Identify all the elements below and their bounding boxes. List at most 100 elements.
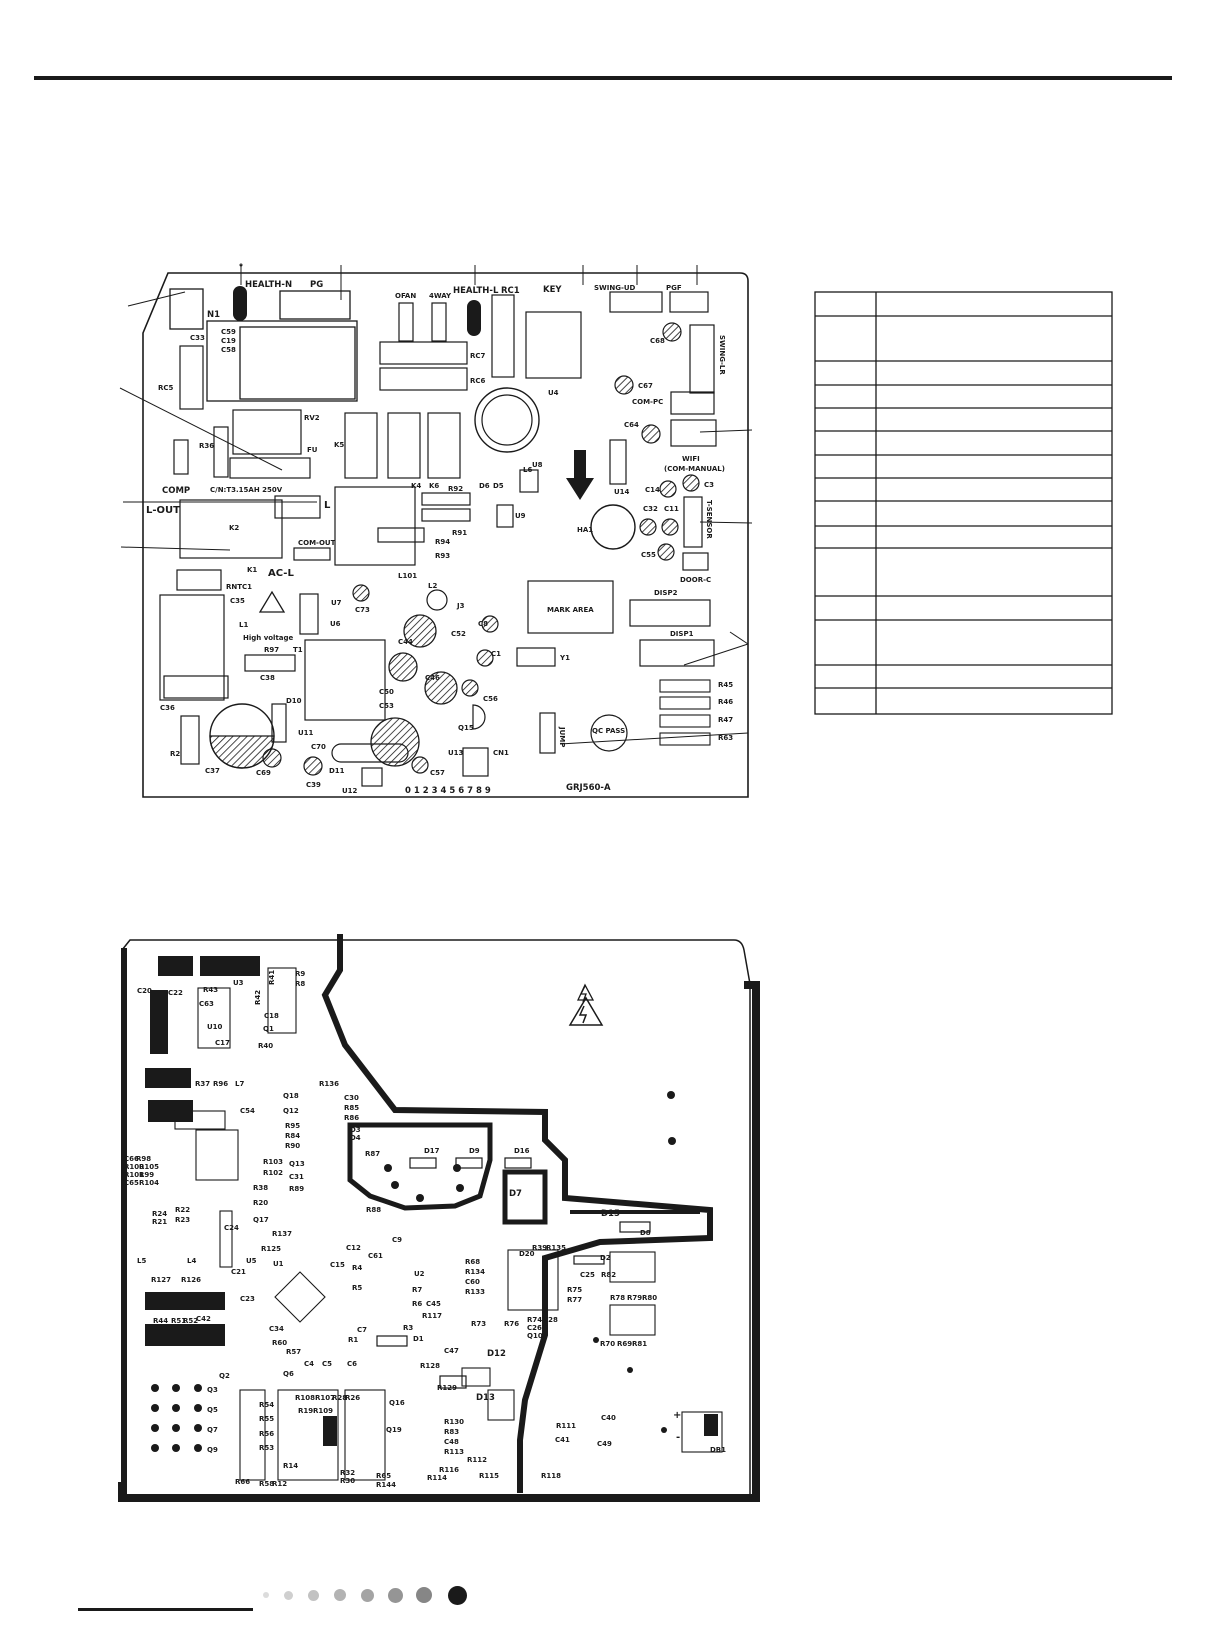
label-u12: U12 [342,787,358,795]
label-r116: R116 [439,1466,459,1474]
label-k1: K1 [247,566,257,574]
label-r125: R125 [261,1245,281,1253]
page-dot [334,1589,346,1601]
label-r135: R135 [546,1244,566,1252]
label-minus: - [676,1432,680,1443]
label-r90: R90 [285,1142,300,1150]
label-r84: R84 [285,1132,300,1140]
page-dot [263,1592,269,1598]
label-l5: L5 [137,1257,146,1265]
label-q17: Q17 [253,1216,269,1224]
label-d1: D1 [413,1335,424,1343]
label-c65: C65 [124,1179,139,1187]
label-pgf: PGF [666,284,682,292]
label-c1: C1 [491,650,501,658]
label-q19: Q19 [386,1426,402,1434]
isolation-trace [321,934,713,1493]
label-r5: R5 [352,1284,362,1292]
label-r39: R39 [532,1244,547,1252]
label-l2: L2 [428,582,437,590]
label-c7: C7 [357,1326,367,1334]
label-health-n: HEALTH-N [245,280,292,290]
label-r103: R103 [263,1158,283,1166]
label-c64: C64 [624,421,639,429]
label-r81: R81 [632,1340,647,1348]
header-rule [34,76,1172,80]
label-r51: R51 [171,1317,186,1325]
label-d10: D10 [286,697,302,705]
label-c23: C23 [240,1295,255,1303]
label-r130: R130 [444,1418,464,1426]
label-c63: C63 [199,1000,214,1008]
label-r93: R93 [435,552,450,560]
label-r137: R137 [272,1230,292,1238]
label-k6: K6 [429,482,439,490]
label-com-out: COM-OUT [298,539,336,547]
pcb-board-top: HEALTH-N PG HEALTH-L RC1 KEY SWING-UD PG… [119,263,753,798]
label-u8: U8 [532,461,543,469]
label-c55: C55 [641,551,656,559]
label-c26: C26 [527,1324,542,1332]
label-c22: C22 [168,989,183,997]
label-r114: R114 [427,1474,447,1482]
label-rntc1: RNTC1 [226,583,252,591]
page-dot [360,1588,374,1602]
label-q12: Q12 [283,1107,299,1115]
label-ofan: OFAN [395,292,416,300]
label-r53: R53 [259,1444,274,1452]
label-r74: R74 [527,1316,542,1324]
label-c18: C18 [264,1012,279,1020]
footer-rule [78,1608,253,1611]
label-high-voltage: High voltage [243,634,294,642]
label-r47: R47 [718,716,733,724]
label-r127: R127 [151,1276,171,1284]
label-r68: R68 [465,1258,480,1266]
label-r102: R102 [263,1169,283,1177]
label-r9: R9 [295,970,305,978]
label-c31: C31 [289,1173,304,1181]
label-r86: R86 [344,1114,359,1122]
label-r52: R52 [183,1317,198,1325]
label-r21: R21 [152,1218,167,1226]
label-r8: R8 [295,980,305,988]
label-ha1: HA1 [577,526,593,534]
label-q2: Q2 [219,1372,230,1380]
label-q16: Q16 [389,1399,405,1407]
label-c24: C24 [224,1224,239,1232]
label-c70: C70 [311,743,326,751]
label-l101: L101 [398,572,417,580]
label-c32: C32 [643,505,658,513]
label-k5: K5 [334,441,344,449]
label-door-c: DOOR-C [680,576,711,584]
label-r2: R2 [170,750,180,758]
label-r126: R126 [181,1276,201,1284]
label-d6: D6 [479,482,490,490]
label-r20: R20 [253,1199,268,1207]
label-l-out: L-OUT [146,505,180,516]
label-r57: R57 [286,1348,301,1356]
label-c41: C41 [555,1436,570,1444]
label-c20: C20 [137,987,152,995]
health-l-pin [467,300,481,336]
label-r24: R24 [152,1210,167,1218]
label-c37: C37 [205,767,220,775]
label-d2: D2 [600,1254,611,1262]
label-fuse-rating: C/N:T3.15AH 250V [210,486,283,494]
label-r14: R14 [283,1462,298,1470]
label-r63: R63 [718,734,733,742]
label-rc1: RC1 [501,286,520,296]
label-c36: C36 [160,704,175,712]
label-r115: R115 [479,1472,499,1480]
label-c73: C73 [355,606,370,614]
label-r3: R3 [403,1324,413,1332]
label-c34: C34 [269,1325,284,1333]
label-com-manual: (COM-MANUAL) [664,465,725,473]
label-fu: FU [307,446,318,454]
label-r112: R112 [467,1456,487,1464]
label-c9: C9 [392,1236,402,1244]
page-dot-active [447,1585,467,1605]
label-jumper-digits: 0 1 2 3 4 5 6 7 8 9 [405,786,491,796]
label-t1: T1 [293,646,303,654]
label-u5: U5 [246,1257,257,1265]
label-c40: C40 [601,1414,616,1422]
